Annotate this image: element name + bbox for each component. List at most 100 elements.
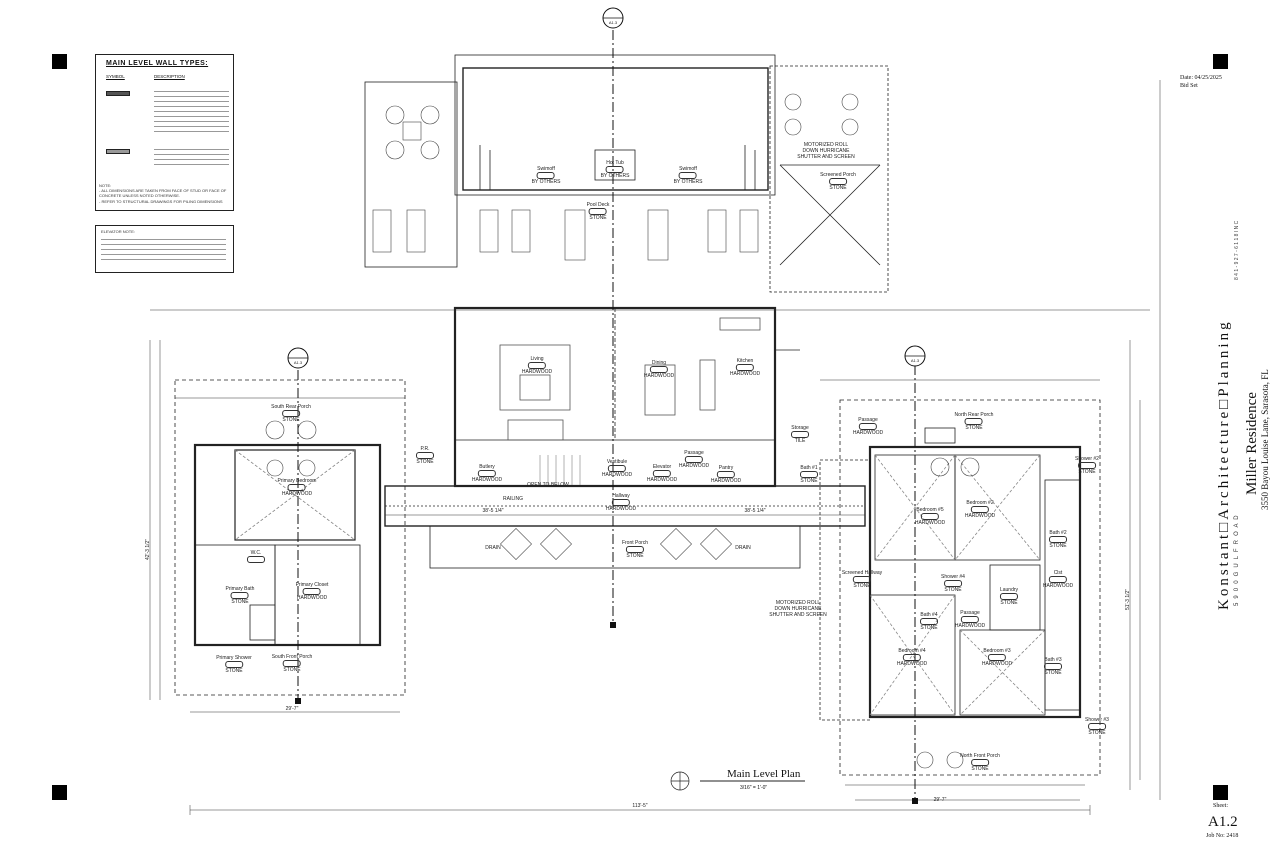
issue-date: Date: 04/25/2025 [1180, 75, 1222, 81]
room-label-wc: W.C. [247, 550, 265, 563]
dim-center-1: 38'-5 1/4" [482, 508, 504, 514]
elevator-note-line [101, 254, 226, 255]
registration-mark-tr [1213, 54, 1228, 69]
room-label-railing: RAILING [502, 496, 524, 502]
title-block: Date: 04/25/2025 Bid Set Konstant□Archit… [1180, 70, 1270, 840]
north-arrow [670, 771, 690, 791]
dim-left-wing: 29'-7" [285, 706, 299, 712]
section-marker-label: A1.3 [608, 20, 618, 25]
legend-desc-line [154, 164, 229, 165]
dim-overall-width: 113'-5" [632, 803, 648, 809]
sheet-number: A1.2 [1208, 814, 1238, 830]
legend-notes-heading: NOTE: [99, 183, 112, 188]
wall-types-legend: MAIN LEVEL WALL TYPES: SYMBOL DESCRIPTIO… [95, 54, 234, 211]
registration-mark-bl [52, 785, 67, 800]
legend-col-symbol: SYMBOL [106, 74, 125, 79]
left-wing-porch-outline [174, 379, 406, 696]
room-label-drain-right: DRAIN [735, 545, 751, 551]
legend-desc-line [154, 149, 229, 150]
legend-desc-line [154, 101, 229, 102]
legend-desc-line [154, 96, 229, 97]
dim-right-depth: 51'-3 1/2" [1125, 588, 1131, 610]
pool-deck-lounge-area [364, 81, 458, 268]
project-name: Miller Residence [1244, 392, 1260, 495]
shutter-note-2: MOTORIZED ROLL DOWN HURRICANE SHUTTER AN… [769, 600, 827, 618]
section-marker-label: A1.3 [910, 358, 920, 363]
section-marker-label: A1.3 [293, 360, 303, 365]
dim-right-wing: 29'-7" [933, 797, 947, 803]
plan-scale: 3/16" = 1'-0" [740, 785, 768, 791]
firm-name: Konstant□Architecture□Planning [1216, 319, 1232, 610]
legend-note-1: - ALL DIMENSIONS ARE TAKEN FROM FACE OF … [99, 188, 227, 198]
hot-tub [594, 149, 636, 181]
shutter-note-1: MOTORIZED ROLL DOWN HURRICANE SHUTTER AN… [797, 142, 855, 160]
primary-bedroom [234, 449, 356, 541]
legend-col-description: DESCRIPTION [154, 74, 185, 79]
pool [462, 67, 769, 191]
firm-phone: 8 4 1 - 9 2 7 - 6 1 1 8 I N C [1234, 220, 1240, 280]
legend-note-2: - REFER TO STRUCTURAL DRAWINGS FOR PILIN… [99, 199, 223, 204]
elevator-note-line [101, 239, 226, 240]
pool-enclosure [454, 54, 776, 196]
elevator-note-line [101, 249, 226, 250]
project-address: 3550 Bayou Louise Lane, Sarasota, FL [1260, 369, 1270, 510]
front-porch [429, 525, 801, 569]
elevator-note-line [101, 244, 226, 245]
elevator-note-title: ELEVATOR NOTE: [101, 229, 136, 234]
legend-desc-line [154, 121, 229, 122]
job-number: Job No: 2418 [1206, 833, 1239, 839]
legend-desc-line [154, 116, 229, 117]
dim-center-2: 38'-5 1/4" [744, 508, 766, 514]
room-label-open-to-below: OPEN TO BELOW [527, 482, 569, 488]
right-wing-porch-outline [839, 399, 1101, 776]
legend-desc-line [154, 131, 229, 132]
bid-set-label: Bid Set [1180, 83, 1198, 89]
legend-desc-line [154, 106, 229, 107]
screened-porch [769, 65, 889, 293]
legend-desc-line [154, 91, 229, 92]
legend-desc-line [154, 159, 229, 160]
exterior-wall-symbol [106, 91, 130, 96]
sheet-label: Sheet: [1213, 803, 1228, 809]
firm-address: 5 9 0 0 G U L F R O A D [1234, 514, 1240, 606]
interior-wall-symbol [106, 149, 130, 154]
registration-mark-tl [52, 54, 67, 69]
registration-mark-br [1213, 785, 1228, 800]
plan-title: Main Level Plan [727, 768, 801, 780]
room-label-drain-left: DRAIN [485, 545, 501, 551]
legend-desc-line [154, 126, 229, 127]
